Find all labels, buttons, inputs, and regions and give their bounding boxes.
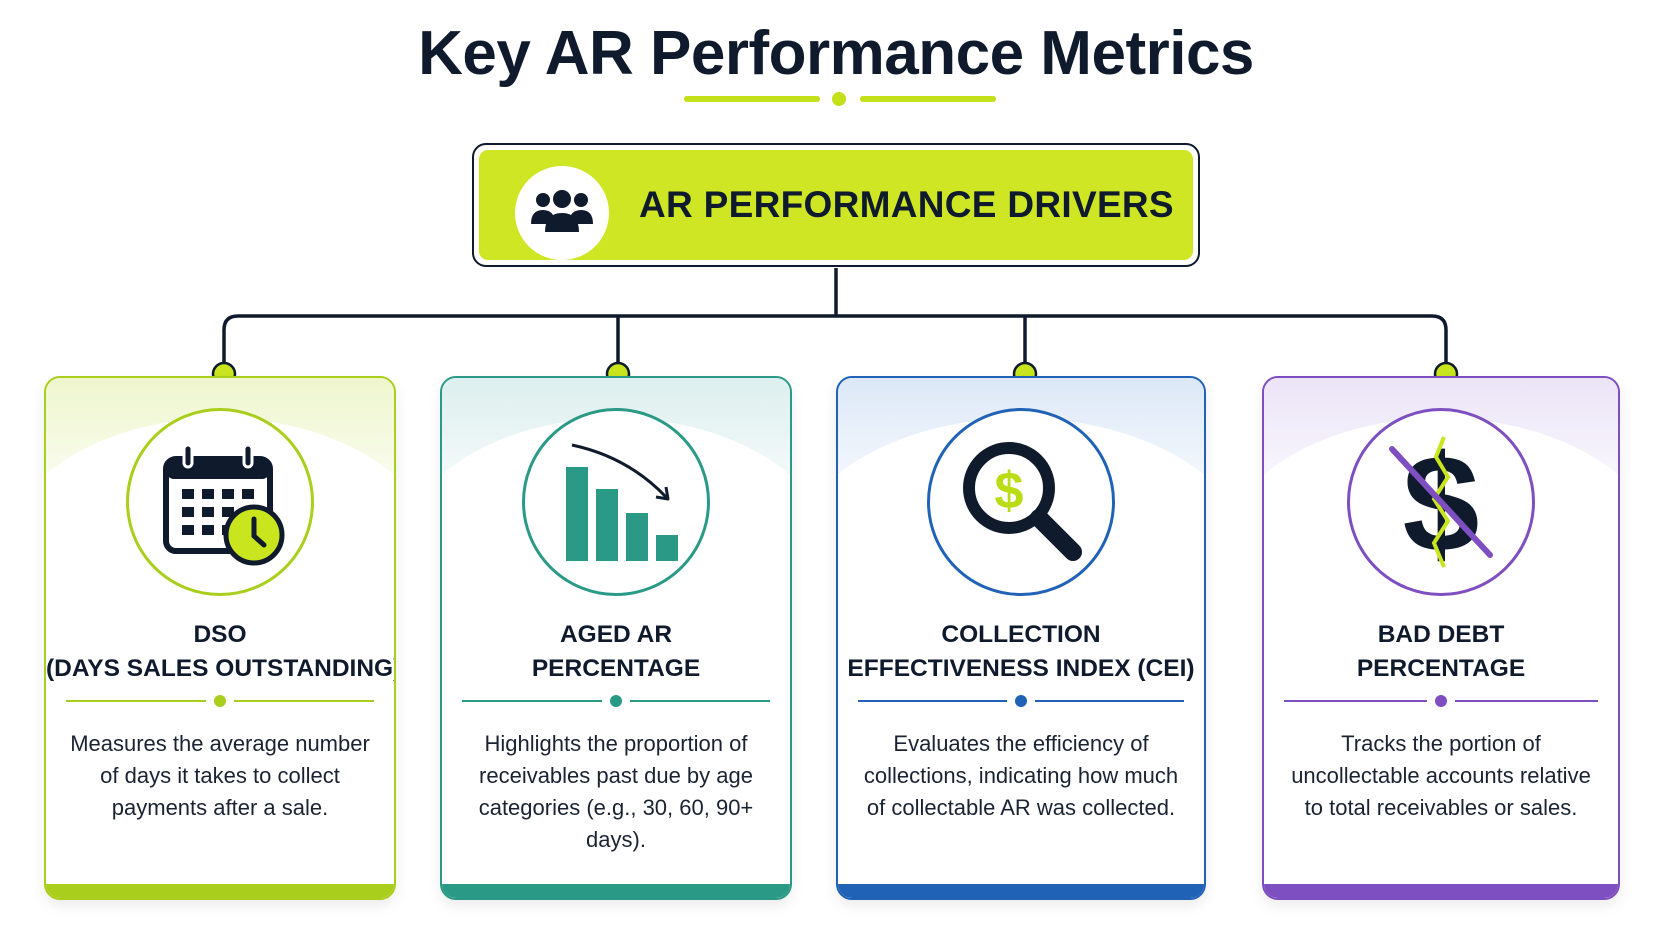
people-group-icon <box>515 166 609 260</box>
metric-description-aged-ar: Highlights the proportion of receivables… <box>478 731 754 852</box>
page-title: Key AR Performance Metrics <box>418 19 1254 88</box>
metric-description-bad-debt: Tracks the portion of uncollectable acco… <box>1291 731 1591 820</box>
metric-title-cei: COLLECTION EFFECTIVENESS INDEX (CEI) <box>847 621 1195 682</box>
root-node: AR PERFORMANCE DRIVERS <box>472 143 1200 267</box>
metric-title-dso: DSO (DAYS SALES OUTSTANDING) <box>46 621 396 682</box>
magnifier-dollar-icon: $ <box>927 408 1115 596</box>
declining-bar-chart-icon <box>522 408 710 596</box>
divider <box>462 694 770 708</box>
divider <box>66 694 374 708</box>
metric-card-aged-ar: AGED AR PERCENTAGE Highlights the propor… <box>440 376 792 900</box>
svg-text:$: $ <box>995 462 1024 520</box>
metric-card-cei: $ COLLECTION EFFECTIVENESS INDEX (CEI) E… <box>836 376 1206 900</box>
metric-card-dso: DSO (DAYS SALES OUTSTANDING) Measures th… <box>44 376 396 900</box>
divider <box>858 694 1184 708</box>
calendar-clock-icon <box>126 408 314 596</box>
root-node-label: AR PERFORMANCE DRIVERS <box>639 184 1174 225</box>
metric-title-aged-ar: AGED AR PERCENTAGE <box>531 621 701 682</box>
metric-title-bad-debt: BAD DEBT PERCENTAGE <box>1356 621 1526 682</box>
metric-description-dso: Measures the average number of days it t… <box>70 731 370 820</box>
metric-card-bad-debt: $ BAD DEBT PERCENTAGE Tracks the portion… <box>1262 376 1620 900</box>
title-underline <box>684 92 996 106</box>
crossed-dollar-icon: $ <box>1347 408 1535 596</box>
metric-description-cei: Evaluates the efficiency of collections,… <box>863 731 1179 820</box>
divider <box>1284 694 1598 708</box>
